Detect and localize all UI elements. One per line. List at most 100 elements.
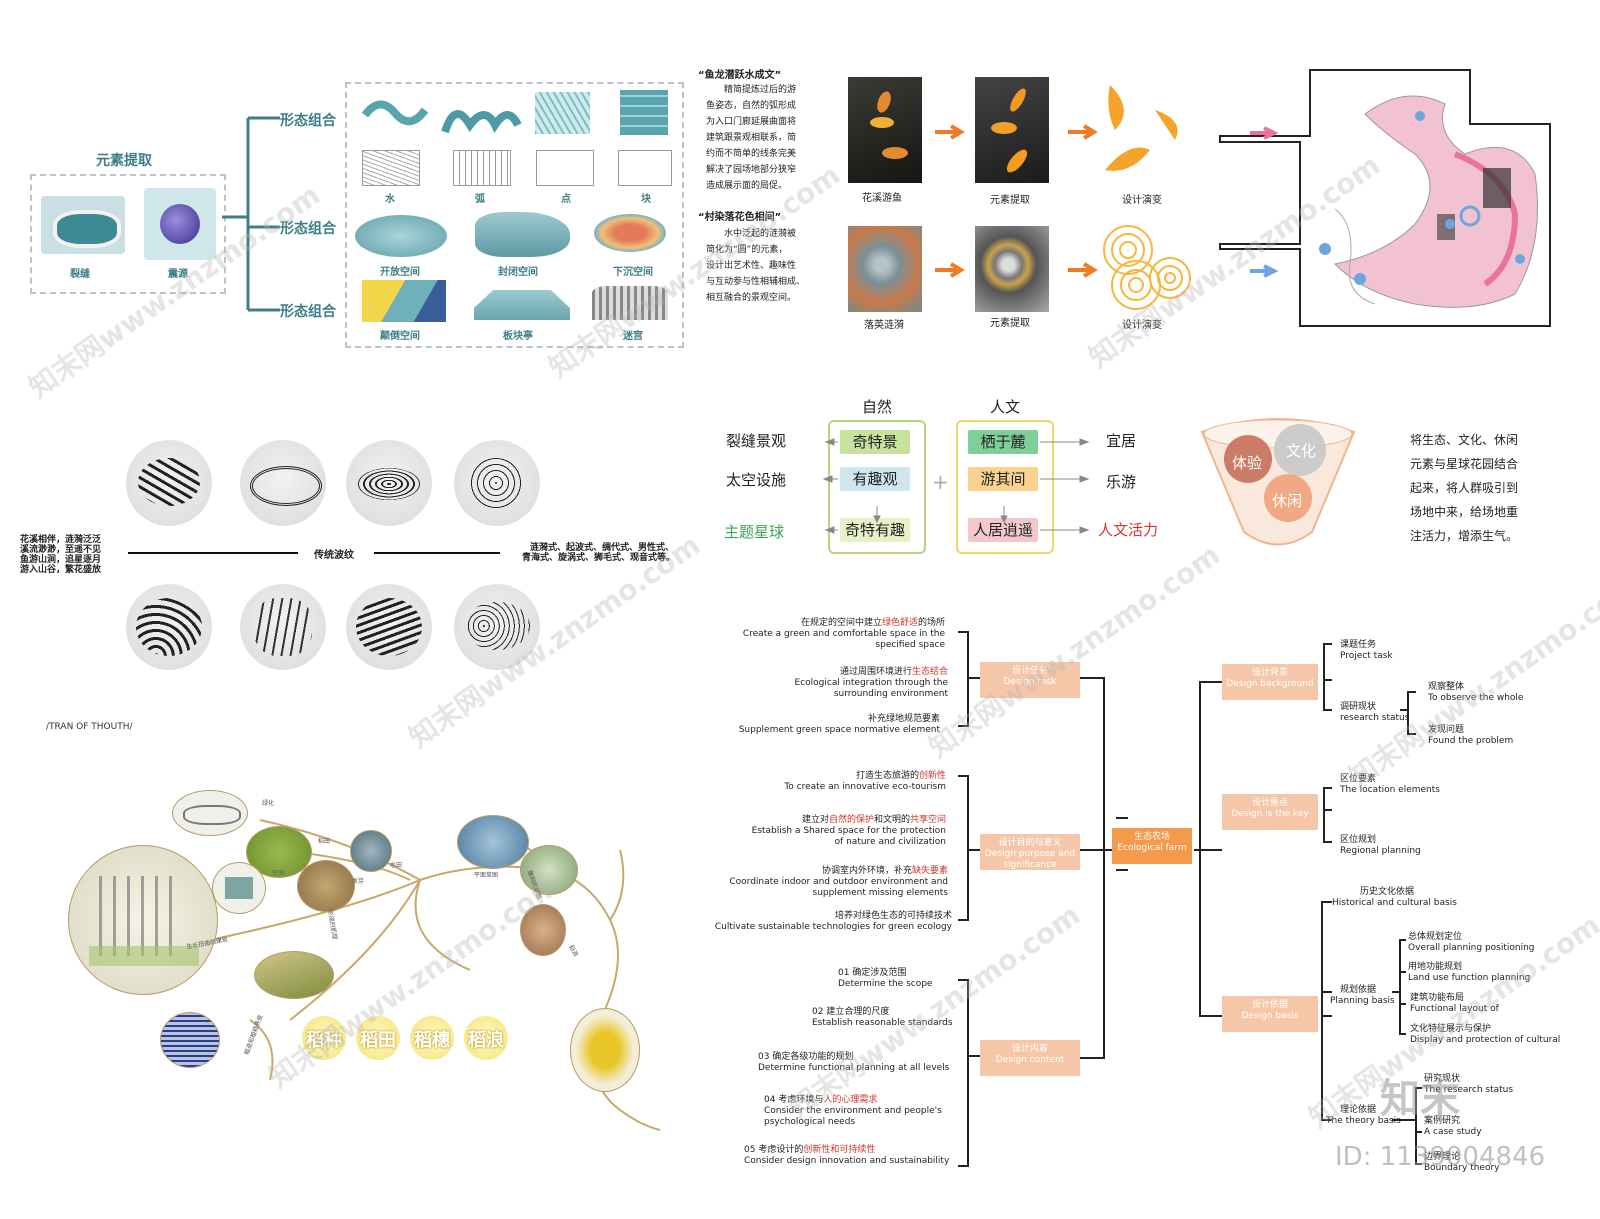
waves-line-left <box>128 552 298 554</box>
seismic-label: 震源 <box>168 269 188 280</box>
dot-sketch <box>536 150 594 186</box>
stage-circle-2 <box>356 1016 400 1060</box>
water-sketch <box>362 150 420 186</box>
wave-circle-8 <box>454 584 540 670</box>
task-item-1: 在规定的空间中建立绿色舒适的场所 Create a green and comf… <box>742 618 945 650</box>
site-plan-map <box>1219 69 1551 327</box>
paddy-photo <box>350 830 392 872</box>
nature-item-2: 有趣观 <box>840 467 910 491</box>
inverted-space-model <box>362 280 446 322</box>
venn-cone <box>1200 418 1356 546</box>
purpose-item-3: 协调室内外环境，补充缺失要素 Coordinate indoor and out… <box>729 866 948 898</box>
culture-heading: 人文 <box>990 398 1021 416</box>
arrow-pink-icon <box>1250 126 1279 140</box>
right-outer-1: 宜居 <box>1106 432 1137 450</box>
open-space-model <box>355 215 447 257</box>
crack-image <box>41 196 125 254</box>
waves-center-title: 传统波纹 <box>314 550 354 561</box>
ripple-extract-photo <box>975 226 1049 312</box>
form-label-maze: 迷宫 <box>623 331 643 342</box>
stage-label-4: 稻浪 <box>468 1030 504 1051</box>
content-item-5: 05 考虑设计的创新性和可持续性 Consider design innovat… <box>744 1145 950 1166</box>
content-item-4: 04 考虑环境与人的心理需求 Consider the environment … <box>764 1095 942 1127</box>
left-outer-1: 裂缝景观 <box>726 432 787 450</box>
branch-label: 空间 <box>272 870 285 877</box>
arrow-right-icon <box>935 262 965 278</box>
ripple-label-2: 元素提取 <box>990 318 1030 329</box>
arc-sketch <box>453 150 511 186</box>
carved-sketch <box>520 845 578 895</box>
closed-space-model <box>475 212 570 257</box>
waves-types: 涟漪式、起波式、绸代式、男性式、 青海式、旋涡式、狮毛式、观音式等。 <box>522 543 676 563</box>
crack-label: 裂缝 <box>70 269 90 280</box>
block-sketch <box>618 150 672 186</box>
stage-circle-1 <box>302 1016 346 1060</box>
branch-label: 水田 <box>390 862 403 869</box>
seismic-image <box>144 188 216 260</box>
form-label-dot: 点 <box>561 194 571 205</box>
form-label-arc: 弧 <box>475 194 485 205</box>
thought-label: /TRAN OF THOUTH/ <box>46 722 133 732</box>
stage-label-3: 稻穗 <box>414 1030 450 1051</box>
branch-label-3: 形态组合 <box>280 304 336 320</box>
plan-sketch-1 <box>172 790 248 836</box>
quote1-text: 精简提炼过后的游 鱼姿态，自然的弧形成 为入口门廊延展曲面将 建筑跟景观相联系，… <box>706 85 797 191</box>
wave-circle-6 <box>240 584 326 670</box>
nature-item-3: 奇特有趣 <box>840 518 910 542</box>
seed-photo <box>297 860 355 912</box>
quote1-title: “鱼龙潜跃水成文” <box>698 70 782 81</box>
plus-sign: + <box>932 470 949 494</box>
petal-ripple-photo <box>848 226 922 312</box>
culture-item-2: 游其间 <box>968 467 1038 491</box>
right-outer-3: 人文活力 <box>1098 521 1159 539</box>
block-pattern <box>620 90 668 135</box>
purpose-item-2: 建立对自然的保护和文明的共享空间 Establish a Shared spac… <box>751 815 946 847</box>
fish-label-2: 元素提取 <box>990 195 1030 206</box>
branch-label-1: 形态组合 <box>280 113 336 129</box>
ripple-label-3: 设计演变 <box>1122 320 1162 331</box>
ripple-evolution-shape <box>1103 225 1191 310</box>
plate-pavilion-model <box>474 290 570 320</box>
stage-circle-3 <box>410 1016 454 1060</box>
watermark-logo: 知末 <box>1380 1076 1460 1122</box>
arrow-right-icon <box>935 124 965 140</box>
quote2-text: 水中泛起的涟漪被 简化为“圆”的元素， 设计出艺术性、趣味性 与互动参与性相辅相… <box>706 229 806 303</box>
culture-item-1: 栖于麓 <box>968 430 1038 454</box>
forms-frame <box>345 82 684 348</box>
concept-arrows <box>822 438 1090 534</box>
right-outer-2: 乐游 <box>1106 473 1137 491</box>
building-sketch <box>68 845 218 995</box>
branch-label: 绿化 <box>262 800 275 807</box>
arrow-right-icon <box>1068 124 1098 140</box>
bark-texture <box>160 1012 220 1068</box>
branch-label: 稻田 <box>318 838 331 845</box>
dot-pattern <box>535 92 590 134</box>
koi-extract-photo <box>975 77 1049 183</box>
mindmap-lines <box>958 631 1422 1167</box>
arrow-blue-icon <box>1250 264 1279 278</box>
watermark-id: ID: 1139004846 <box>1335 1142 1546 1172</box>
extraction-title: 元素提取 <box>96 153 152 169</box>
task-item-2: 通过周围环境进行生态结合 Ecological integration thro… <box>794 667 948 699</box>
left-outer-2: 太空设施 <box>726 471 787 489</box>
sunken-space-model <box>594 214 666 252</box>
